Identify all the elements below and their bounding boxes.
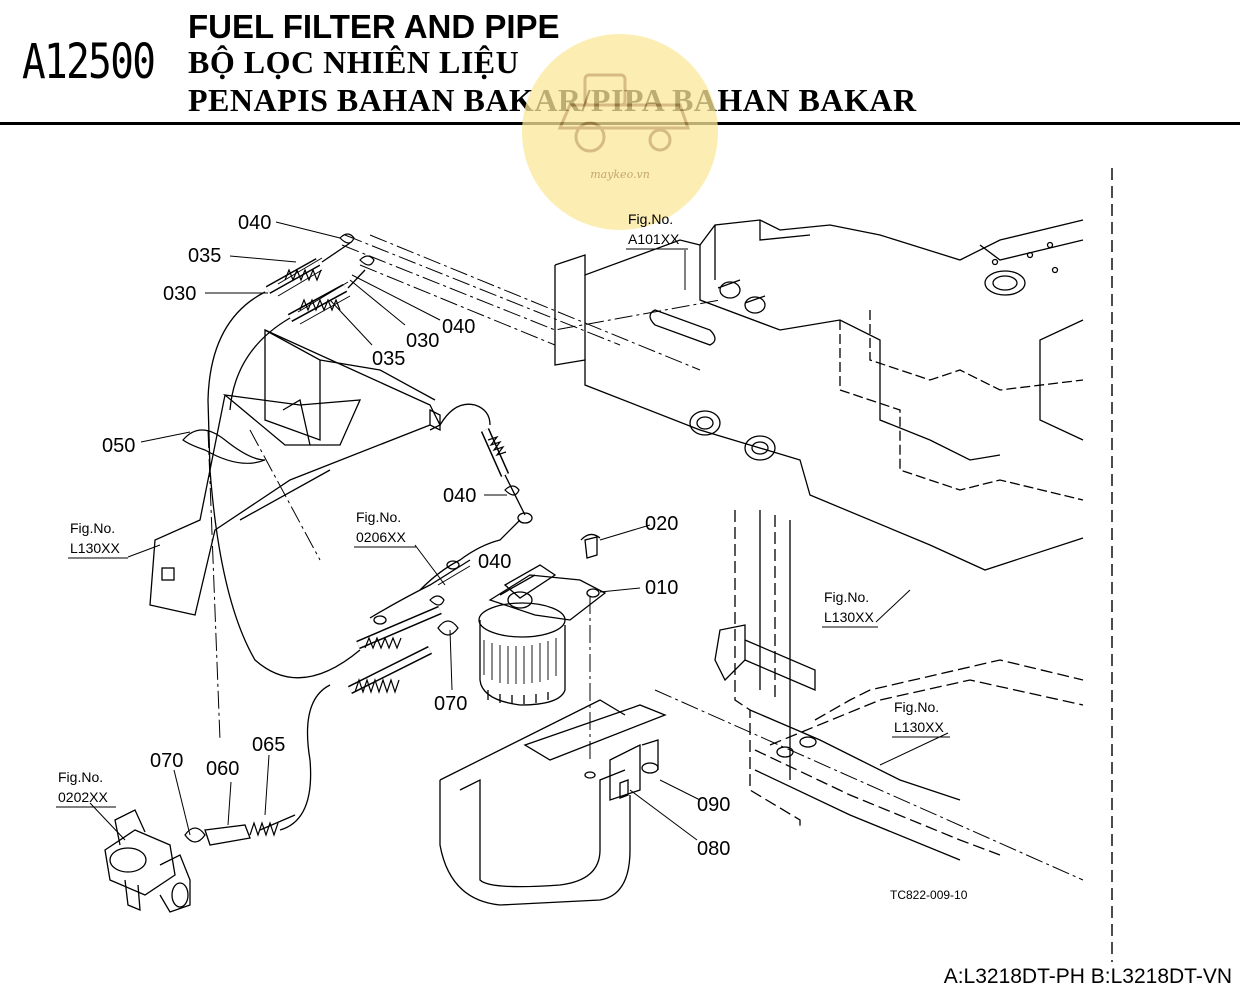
- tractor-icon: [557, 73, 691, 153]
- frame-outline: [554, 219, 1084, 571]
- callout-040-top: 040: [238, 212, 271, 234]
- center-lines: [207, 234, 1084, 881]
- section-code: A12500: [22, 34, 156, 90]
- figure-references: Fig.No. A101XX Fig.No. L130XX Fig.No. 02…: [56, 211, 950, 808]
- watermark-circle: [522, 34, 718, 230]
- fig-ref-0202-label: Fig.No.: [58, 769, 103, 785]
- callout-070-b: 070: [150, 750, 183, 772]
- callout-030-mid: 030: [406, 330, 439, 352]
- fuel-filter: [478, 533, 607, 706]
- fig-ref-0206-label: Fig.No.: [356, 509, 401, 525]
- callout-040-mid: 040: [442, 316, 475, 338]
- callout-080: 080: [697, 838, 730, 860]
- callout-070-a: 070: [434, 693, 467, 715]
- fig-ref-0202-number: 0202XX: [58, 789, 108, 805]
- title-english: FUEL FILTER AND PIPE: [188, 8, 560, 45]
- callout-035-top: 035: [188, 245, 221, 267]
- fig-ref-a101-number: A101XX: [628, 231, 680, 247]
- fig-ref-l130-left-number: L130XX: [70, 540, 120, 556]
- callout-060: 060: [206, 758, 239, 780]
- injection-pump: [104, 809, 296, 913]
- fig-ref-l130-left-label: Fig.No.: [70, 520, 115, 536]
- hose-clips: [182, 233, 520, 843]
- title-vietnamese: BỘ LỌC NHIÊN LIỆU: [188, 44, 520, 80]
- filter-bracket: [439, 699, 667, 906]
- callouts: 040 035 030 030 040 035 050 040 020 040 …: [102, 212, 730, 860]
- hose-assembly-top: [207, 242, 533, 831]
- watermark-text: maykeo.vn: [590, 168, 650, 181]
- callout-090: 090: [697, 794, 730, 816]
- callout-065: 065: [252, 734, 285, 756]
- callout-035-mid: 035: [372, 348, 405, 370]
- leader-lines: [89, 221, 949, 841]
- callout-010: 010: [645, 577, 678, 599]
- callout-040-low: 040: [443, 485, 476, 507]
- maykeo-watermark: maykeo.vn: [522, 34, 718, 230]
- frame-rails: [714, 510, 1084, 861]
- left-bracket: [149, 328, 441, 616]
- hose-springs: [249, 268, 507, 837]
- callout-030-top: 030: [163, 283, 196, 305]
- fig-ref-l130-low-label: Fig.No.: [894, 699, 939, 715]
- model-applicability: A:L3218DT-PH B:L3218DT-VN: [943, 965, 1232, 988]
- fig-ref-l130-mid-label: Fig.No.: [824, 589, 869, 605]
- callout-020: 020: [645, 513, 678, 535]
- drawing-code: TC822-009-10: [890, 888, 968, 902]
- callout-050: 050: [102, 435, 135, 457]
- fig-ref-a101-label: Fig.No.: [628, 211, 673, 227]
- fig-ref-0206-number: 0206XX: [356, 529, 406, 545]
- callout-040-filter: 040: [478, 551, 511, 573]
- fig-ref-l130-low-number: L130XX: [894, 719, 944, 735]
- fig-ref-l130-mid-number: L130XX: [824, 609, 874, 625]
